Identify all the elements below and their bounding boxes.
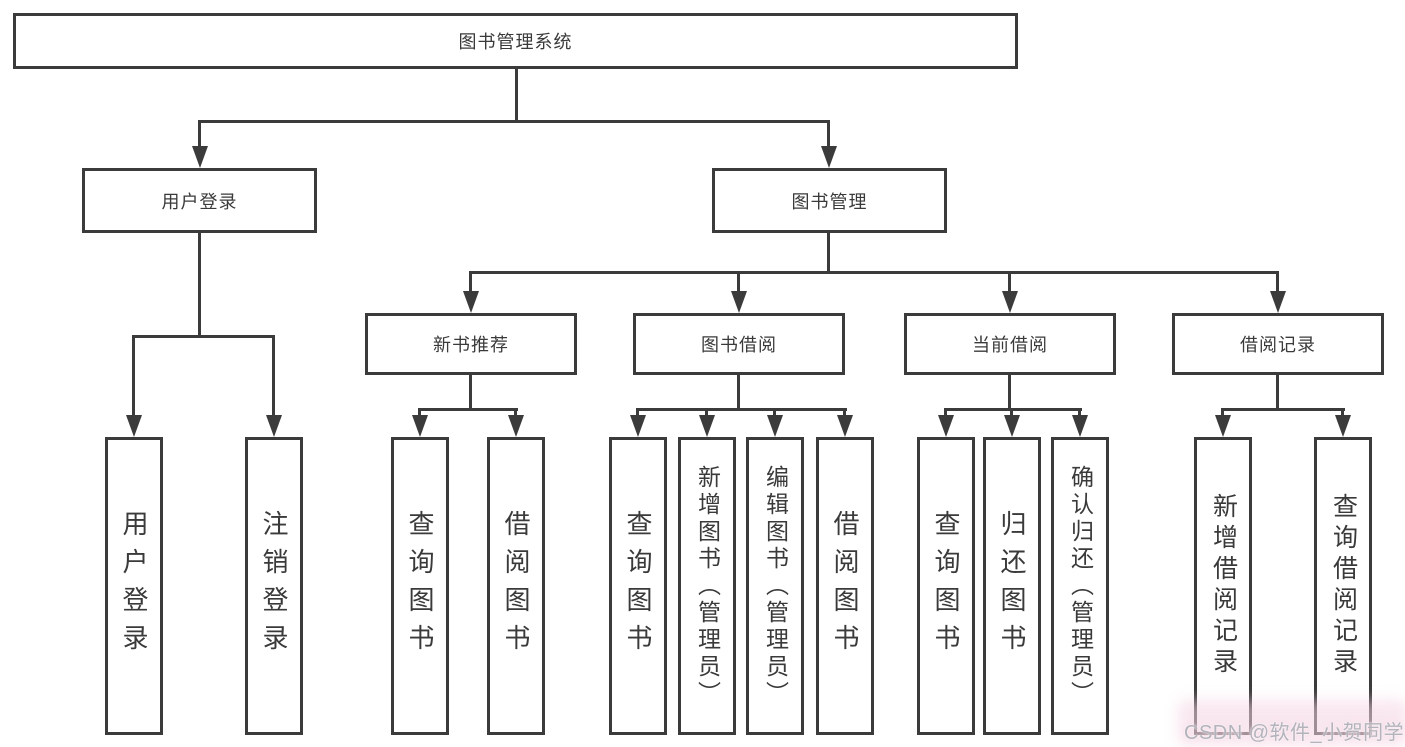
line [418,408,421,420]
leaf-confirm-return-admin-label: 确认归还（管理员） [1067,464,1094,708]
node-current-borrowing: 当前借阅 [904,313,1116,375]
leaf-query-books-borrowing: 查询图书 [609,437,667,735]
arrowhead [1004,415,1020,437]
line [272,335,275,419]
line [198,120,201,150]
leaf-add-borrow-record: 新增借阅记录 [1194,437,1252,735]
arrowhead [412,415,428,437]
line [1276,375,1279,410]
arrowhead [630,415,646,437]
leaf-borrow-books-recommend-label: 借阅图书 [501,510,531,662]
arrowhead [1215,415,1231,437]
arrowhead [731,291,747,313]
leaf-borrow-books: 借阅图书 [816,437,874,735]
node-book-borrowing-label: 图书借阅 [701,335,777,355]
line [1221,408,1224,420]
line [515,69,518,122]
leaf-return-books-label: 归还图书 [997,510,1027,662]
node-new-book-recommend: 新书推荐 [365,313,577,375]
arrowhead [767,415,783,437]
line [1276,271,1279,295]
leaf-add-book-admin-label: 新增图书（管理员） [694,464,721,708]
node-borrowing-records: 借阅记录 [1172,313,1384,375]
line [944,408,1082,411]
arrowhead [508,415,524,437]
arrowhead [699,415,715,437]
leaf-query-books-recommend-label: 查询图书 [405,510,435,662]
line [737,375,740,410]
node-book-borrowing: 图书借阅 [633,313,845,375]
arrowhead [266,415,282,437]
leaf-query-books-recommend: 查询图书 [391,437,449,735]
node-borrowing-records-label: 借阅记录 [1240,335,1316,355]
node-user-login: 用户登录 [82,168,317,233]
leaf-add-borrow-record-label: 新增借阅记录 [1209,493,1238,679]
leaf-logout-label: 注销登录 [259,510,289,662]
line [418,408,518,411]
line [1010,408,1013,420]
line [469,271,472,295]
line [198,233,201,337]
line [1221,408,1345,411]
node-book-management: 图书管理 [712,168,947,233]
line [132,335,135,419]
leaf-query-borrow-record: 查询借阅记录 [1314,437,1372,735]
line [1008,375,1011,410]
line [773,408,776,420]
leaf-logout: 注销登录 [245,437,303,735]
arrowhead [126,415,142,437]
arrowhead [1002,291,1018,313]
line [469,271,1279,274]
line [827,120,830,150]
node-current-borrowing-label: 当前借阅 [972,335,1048,355]
arrowhead [938,415,954,437]
line [469,375,472,410]
arrowhead [1270,291,1286,313]
leaf-add-book-admin: 新增图书（管理员） [678,437,736,735]
arrowhead [821,146,837,168]
leaf-user-login: 用户登录 [105,437,163,735]
node-root: 图书管理系统 [13,13,1018,69]
line [514,408,517,420]
arrowhead [837,415,853,437]
leaf-return-books: 归还图书 [983,437,1041,735]
leaf-query-books-current: 查询图书 [917,437,975,735]
line [636,408,847,411]
node-new-book-recommend-label: 新书推荐 [433,335,509,355]
arrowhead [192,146,208,168]
node-root-label: 图书管理系统 [458,32,573,52]
leaf-confirm-return-admin: 确认归还（管理员） [1051,437,1109,735]
line [737,271,740,295]
line [636,408,639,420]
line [1008,271,1011,295]
leaf-borrow-books-label: 借阅图书 [830,510,860,662]
node-book-management-label: 图书管理 [791,191,868,212]
watermark: CSDN @软件_小贺同学 [1184,722,1405,744]
line [198,120,830,123]
line [1341,408,1344,420]
leaf-query-borrow-record-label: 查询借阅记录 [1329,493,1358,679]
leaf-edit-book-admin-label: 编辑图书（管理员） [762,464,789,708]
line [132,335,275,338]
line [1078,408,1081,420]
leaf-user-login-label: 用户登录 [119,510,149,662]
line [843,408,846,420]
arrowhead [463,291,479,313]
node-user-login-label: 用户登录 [161,191,238,212]
leaf-edit-book-admin: 编辑图书（管理员） [746,437,804,735]
leaf-borrow-books-recommend: 借阅图书 [487,437,545,735]
line [944,408,947,420]
line [827,233,830,273]
watermark-glow [1178,700,1405,746]
leaf-query-books-current-label: 查询图书 [931,510,961,662]
leaf-query-books-borrowing-label: 查询图书 [623,510,653,662]
arrowhead [1072,415,1088,437]
arrowhead [1335,415,1351,437]
line [705,408,708,420]
